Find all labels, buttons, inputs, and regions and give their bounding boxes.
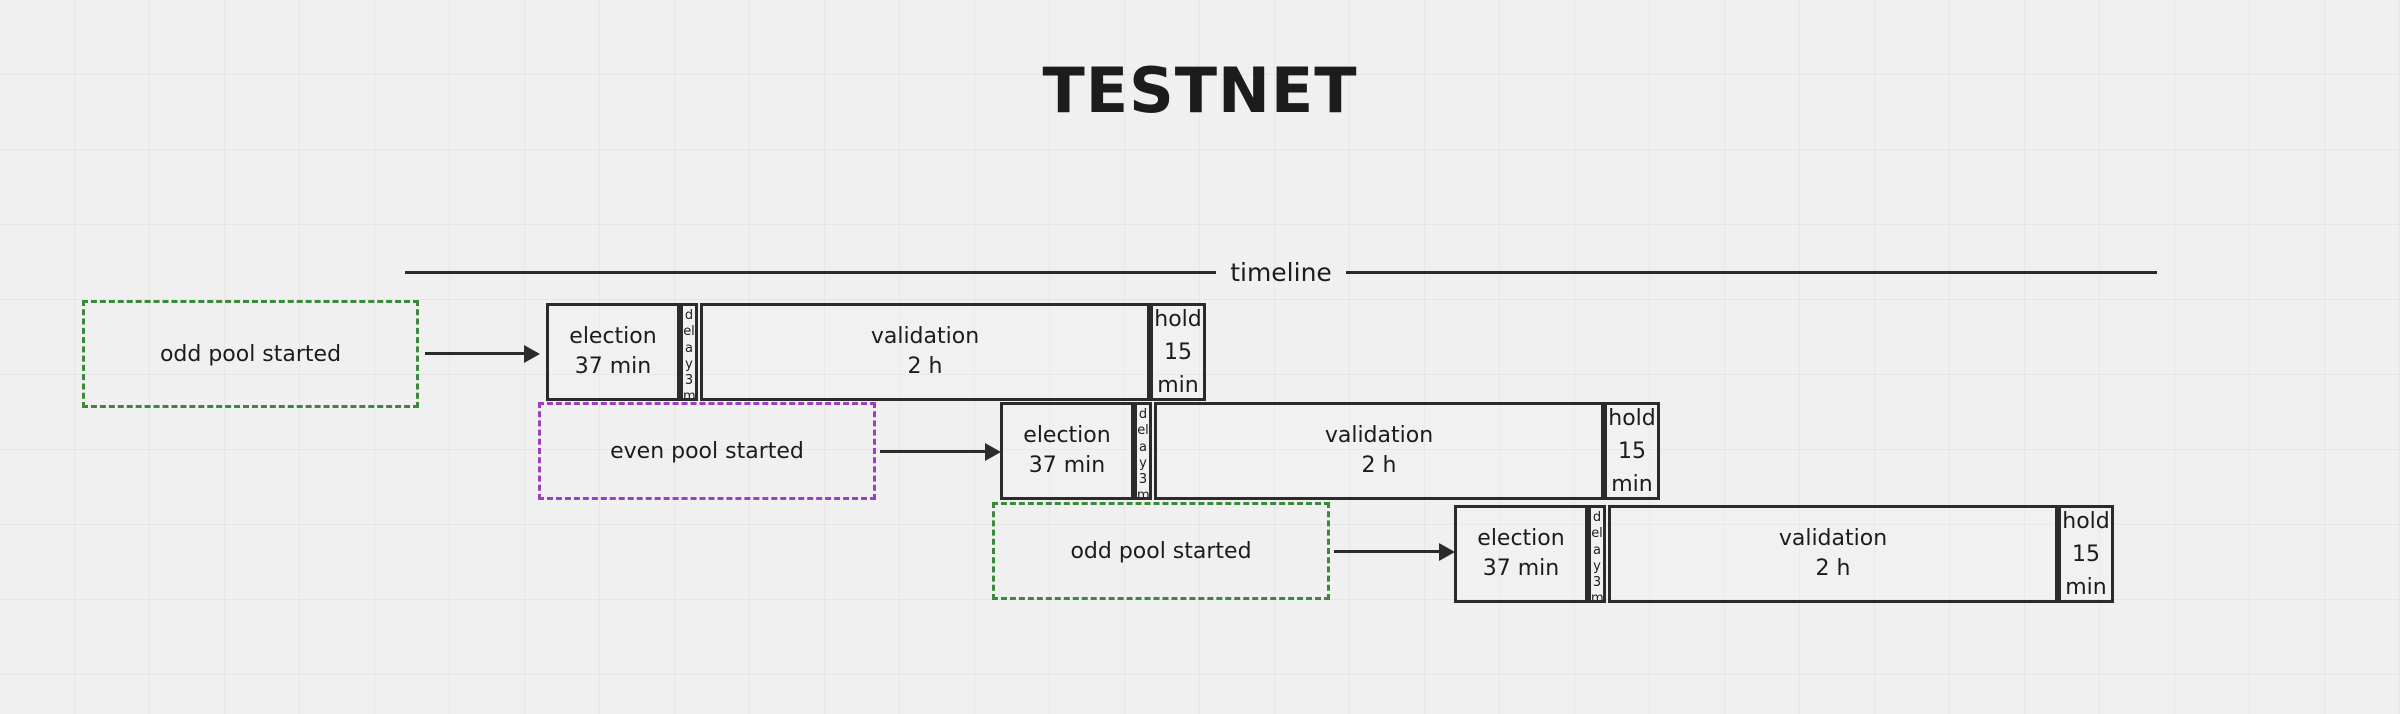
phase-name: delay <box>1137 407 1149 471</box>
phase-validation-2[interactable]: validation 2 h <box>1154 402 1604 500</box>
phase-name: election <box>1023 423 1111 449</box>
phase-duration: 15 min <box>1611 438 1653 497</box>
phase-hold-2[interactable]: hold 15 min <box>1604 402 1660 500</box>
trigger-label: odd pool started <box>1070 538 1252 564</box>
phase-duration: 2 h <box>907 354 943 379</box>
phase-hold-3[interactable]: hold 15 min <box>2058 505 2114 603</box>
phase-duration: 2 h <box>1361 453 1397 478</box>
timeline-axis: timeline <box>405 256 2158 288</box>
arrow-to-election-2 <box>880 450 998 453</box>
trigger-label: odd pool started <box>159 341 342 367</box>
arrow-to-election-1 <box>425 352 537 355</box>
timeline-axis-line-right <box>1345 270 2158 274</box>
phase-delay-2[interactable]: delay 3 min <box>1134 402 1152 500</box>
arrow-to-election-3 <box>1334 550 1452 553</box>
phase-duration: 3 min <box>1137 472 1150 500</box>
trigger-box-odd-pool-started-1[interactable]: odd pool started <box>82 300 419 408</box>
phase-duration: 2 h <box>1815 556 1851 581</box>
phase-name: hold <box>1154 306 1202 332</box>
phase-name: delay <box>1591 510 1603 574</box>
phase-validation-1[interactable]: validation 2 h <box>700 303 1150 401</box>
phase-election-1[interactable]: election 37 min <box>546 303 680 401</box>
timeline-axis-line-left <box>405 270 1217 274</box>
phase-name: validation <box>1324 423 1434 449</box>
phase-duration: 15 min <box>1157 339 1199 398</box>
phase-election-2[interactable]: election 37 min <box>1000 402 1134 500</box>
phase-duration: 3 min <box>683 373 696 401</box>
phase-hold-1[interactable]: hold 15 min <box>1150 303 1206 401</box>
phase-delay-3[interactable]: delay 3 min <box>1588 505 1606 603</box>
phase-name: delay <box>683 308 695 372</box>
phase-duration: 37 min <box>1482 556 1560 581</box>
phase-election-3[interactable]: election 37 min <box>1454 505 1588 603</box>
phase-duration: 37 min <box>574 354 652 379</box>
trigger-box-odd-pool-started-3[interactable]: odd pool started <box>992 502 1330 600</box>
timeline-label: timeline <box>1230 257 1332 287</box>
phase-duration: 15 min <box>2065 541 2107 600</box>
phase-name: hold <box>2062 508 2110 534</box>
page-title: TESTNET <box>1042 54 1358 127</box>
phase-name: validation <box>1778 526 1888 552</box>
trigger-box-even-pool-started-2[interactable]: even pool started <box>538 402 876 500</box>
trigger-label: even pool started <box>610 438 804 464</box>
phase-name: election <box>569 324 657 350</box>
phase-duration: 3 min <box>1591 575 1604 603</box>
phase-name: hold <box>1608 405 1656 431</box>
phase-name: election <box>1477 526 1565 552</box>
phase-validation-3[interactable]: validation 2 h <box>1608 505 2058 603</box>
phase-delay-1[interactable]: delay 3 min <box>680 303 698 401</box>
phase-duration: 37 min <box>1028 453 1106 478</box>
phase-name: validation <box>870 324 980 350</box>
